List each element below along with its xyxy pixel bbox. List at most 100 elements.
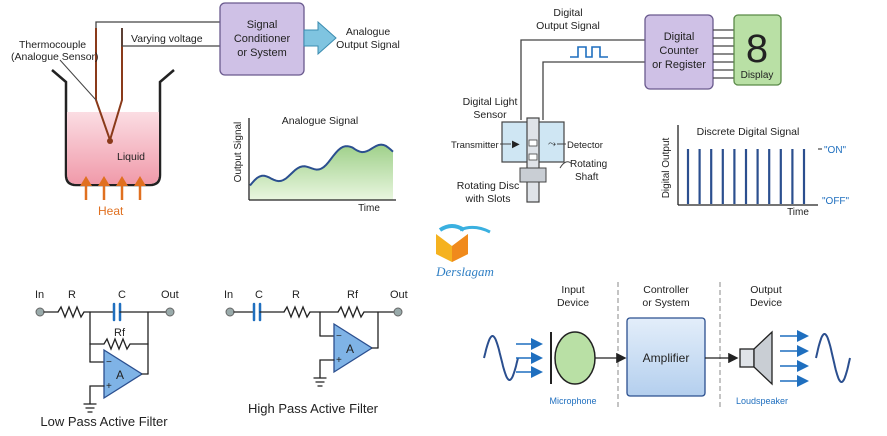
analogue-signal-line — [249, 143, 394, 187]
analogue-chart-xlabel: Time — [358, 203, 380, 214]
lp-c-label: C — [118, 289, 126, 301]
lp-in-terminal — [35, 307, 45, 317]
counter-line1: Digital — [664, 31, 695, 43]
digital-chart-ylabel: Digital Output — [661, 137, 672, 198]
lp-ground-icon — [83, 403, 97, 413]
hp-rf-label: Rf — [347, 289, 359, 301]
hp-resistor-r — [283, 305, 311, 319]
heat-arrow — [98, 176, 110, 200]
speaker-cone-icon — [753, 330, 773, 386]
lp-out-label: Out — [161, 289, 179, 301]
liquid-label: Liquid — [117, 151, 145, 163]
transmitter-led-icon: ▶ — [512, 139, 520, 150]
digital-chart — [677, 125, 822, 206]
input-sine-wave — [483, 335, 519, 381]
heat-arrows — [80, 176, 146, 200]
signal-conditioner-line2: Conditioner — [234, 33, 291, 45]
hp-opamp-label: A — [346, 342, 354, 356]
controller-line1: Controller — [643, 284, 689, 296]
hp-ground-icon — [313, 377, 327, 387]
liquid — [67, 112, 159, 184]
logo-swoosh-icon — [459, 225, 491, 234]
hp-in-terminal — [225, 307, 235, 317]
lp-r-label: R — [68, 289, 76, 301]
audio-chain: Input Device Controller or System Output… — [483, 282, 851, 410]
hp-out-terminal — [393, 307, 403, 317]
output-sine-wave — [815, 333, 851, 383]
controller-line2: or System — [642, 297, 690, 309]
digital-counter-box — [644, 14, 714, 90]
wire-bottom — [121, 28, 220, 47]
digital-chart-xlabel: Time — [787, 207, 809, 218]
low-pass-filter: In R C Out Rf A − + Low Pass Active Filt… — [35, 289, 179, 429]
loudspeaker-label: Loudspeaker — [736, 396, 788, 406]
detector-label: Detector — [567, 140, 603, 151]
lp-opamp-label: A — [116, 368, 124, 382]
logo: Derslagam — [435, 224, 494, 279]
lp-resistor-rf — [89, 337, 149, 351]
input-sound-arrows — [516, 338, 543, 378]
lp-rf-label: Rf — [114, 327, 126, 339]
microphone-label: Microphone — [549, 396, 596, 406]
lp-opamp — [103, 348, 144, 400]
output-sound-arrows — [780, 330, 809, 387]
counter-line3: or Register — [652, 59, 706, 71]
disc-label-line2: with Slots — [465, 193, 511, 205]
digital-section: Digital Output Signal Digital Counter or… — [451, 7, 850, 218]
input-device-line1: Input — [561, 284, 584, 296]
display-label: Display — [741, 70, 774, 81]
rotating-shaft — [519, 167, 547, 183]
hp-c-label: C — [255, 289, 263, 301]
analogue-output-arrow — [303, 20, 337, 56]
thermocouple-wire-b — [109, 28, 123, 141]
analogue-chart-title: Analogue Signal — [282, 115, 358, 127]
lp-minus-sign: − — [106, 357, 112, 368]
off-label: "OFF" — [822, 196, 850, 207]
output-device-line1: Output — [750, 284, 782, 296]
detector-icon: ⤳ — [548, 139, 556, 150]
analogue-chart-ylabel: Output Signal — [233, 122, 244, 183]
hp-in-label: In — [224, 289, 233, 301]
analogue-section: Thermocouple (Analogue Sensor) Varying v… — [11, 2, 400, 218]
amplifier-label: Amplifier — [643, 351, 690, 365]
lp-resistor-r — [57, 305, 85, 319]
logo-text: Derslagam — [435, 264, 494, 279]
wire-top — [95, 21, 220, 28]
counter-line2: Counter — [659, 45, 698, 57]
hp-r-label: R — [292, 289, 300, 301]
light-sensor-line2: Sensor — [473, 109, 507, 121]
hp-resistor-rf — [337, 305, 365, 319]
thermocouple-sublabel: (Analogue Sensor) — [11, 51, 99, 63]
signal-conditioner-line1: Signal — [247, 19, 278, 31]
digital-wire-bottom — [542, 61, 645, 120]
thermocouple-junction — [107, 138, 113, 144]
transmitter-label: Transmitter — [451, 140, 499, 151]
beaker — [51, 69, 175, 187]
logo-book-right — [452, 234, 468, 262]
hp-out-label: Out — [390, 289, 408, 301]
heat-arrow — [116, 176, 128, 200]
analogue-output-line1: Analogue — [346, 26, 391, 38]
digital-bus — [713, 29, 734, 79]
varying-voltage-label: Varying voltage — [131, 33, 203, 45]
analogue-signal-area — [250, 144, 393, 200]
high-pass-filter: In C R Rf Out A − + High Pass Active Fil… — [224, 289, 408, 416]
lp-in-label: In — [35, 289, 44, 301]
lp-caption: Low Pass Active Filter — [40, 414, 168, 429]
disc-slot — [528, 139, 538, 147]
input-device-line2: Device — [557, 297, 589, 309]
heat-label: Heat — [98, 204, 124, 218]
light-sensor-line1: Digital Light — [463, 96, 518, 108]
digital-chart-title: Discrete Digital Signal — [697, 126, 800, 138]
analogue-chart — [248, 118, 396, 201]
rotation-arrow-icon — [559, 161, 573, 169]
signal-conditioner-line3: or System — [237, 47, 287, 59]
thermocouple-label: Thermocouple — [19, 39, 86, 51]
lp-plus-sign: + — [106, 381, 112, 392]
heat-arrow — [134, 176, 146, 200]
hp-minus-sign: − — [336, 331, 342, 342]
digital-output-line1: Digital — [553, 7, 582, 19]
rotating-shaft-line1: Rotating — [570, 159, 607, 170]
output-device-line2: Device — [750, 297, 782, 309]
